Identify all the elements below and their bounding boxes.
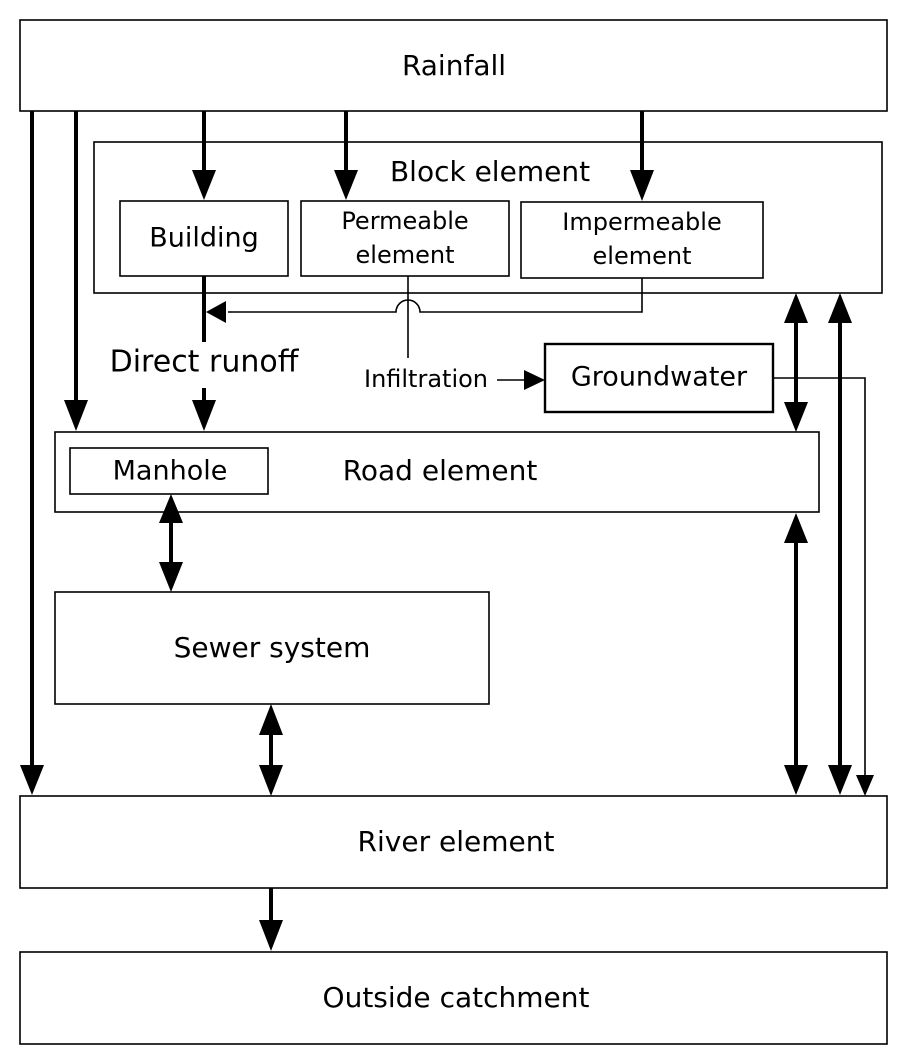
arrow-rainfall-to-permeable: [334, 111, 358, 200]
outside-catchment-label: Outside catchment: [323, 981, 590, 1014]
permeable-label-line1: Permeable: [341, 207, 468, 235]
river-element-label: River element: [358, 825, 555, 858]
permeable-label-line2: element: [356, 241, 455, 269]
building-box: [119, 200, 289, 277]
river-element-box: [19, 795, 888, 889]
rainfall-box: [19, 19, 888, 112]
impermeable-label-line1: Impermeable: [562, 208, 721, 236]
permeable-element-box: [300, 200, 510, 277]
arrow-rainfall-to-road: [64, 111, 88, 431]
arrow-rainfall-to-building: [192, 111, 216, 200]
arrow-block-river-bidirectional: [828, 293, 852, 795]
impermeable-element-box: [520, 201, 764, 279]
arrow-sewer-river-bidirectional: [259, 704, 283, 796]
block-element-label: Block element: [390, 155, 590, 188]
arrow-building-direct-runoff: [192, 276, 216, 431]
arrow-river-to-outside: [259, 888, 283, 951]
arrow-rainfall-to-river: [20, 111, 44, 795]
arrow-rainfall-to-impermeable: [630, 111, 654, 201]
manhole-box: [69, 447, 269, 495]
sewer-system-label: Sewer system: [174, 631, 371, 664]
groundwater-label: Groundwater: [571, 362, 748, 393]
arrow-block-road-bidirectional: [784, 293, 808, 432]
impermeable-label-line2: element: [593, 242, 692, 270]
direct-runoff-label: Direct runoff: [110, 345, 300, 380]
arrow-groundwater-to-river: [773, 377, 874, 796]
road-element-label: Road element: [343, 454, 538, 487]
groundwater-box: [543, 342, 775, 414]
outside-catchment-box: [19, 951, 888, 1045]
arrow-road-river-bidirectional: [784, 513, 808, 795]
rainfall-label: Rainfall: [402, 49, 506, 82]
arrow-infiltration-to-groundwater: [407, 276, 545, 390]
arrow-manhole-sewer-bidirectional: [159, 494, 183, 592]
sewer-system-box: [54, 591, 490, 705]
manhole-label: Manhole: [113, 456, 228, 487]
building-label: Building: [149, 223, 259, 254]
arrow-impermeable-to-direct-runoff: [206, 278, 643, 323]
infiltration-label: Infiltration: [364, 365, 488, 393]
